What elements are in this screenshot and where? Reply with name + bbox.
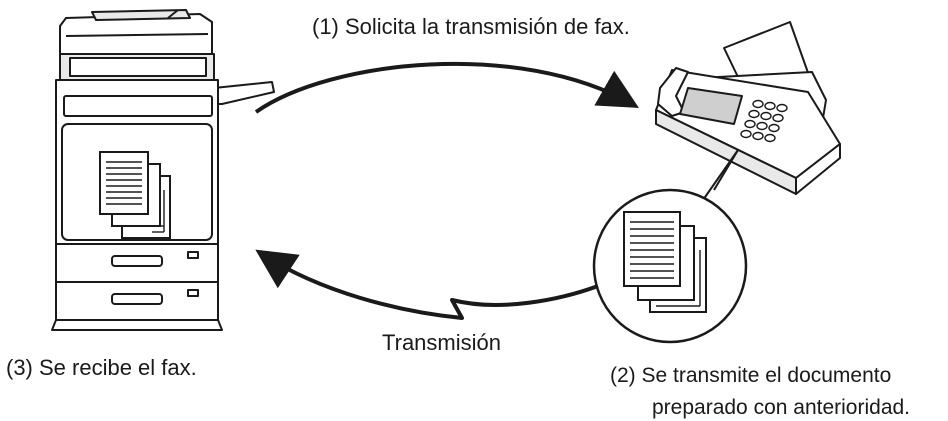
- transmission-label: Transmisión: [382, 330, 501, 355]
- request-arrow: [254, 61, 639, 114]
- copier-icon: [51, 9, 275, 331]
- send-label-line1: (2) Se transmite el documento: [610, 364, 892, 387]
- document-stack-icon: [623, 211, 707, 313]
- fax-machine-icon: [655, 21, 841, 195]
- received-label: (3) Se recibe el fax.: [6, 355, 197, 380]
- transmission-arrow: [255, 249, 599, 320]
- request-label: (1) Solicita la transmisión de fax.: [312, 14, 630, 39]
- document-stack-icon: [99, 151, 171, 239]
- send-label-line2: preparado con anterioridad.: [652, 396, 911, 419]
